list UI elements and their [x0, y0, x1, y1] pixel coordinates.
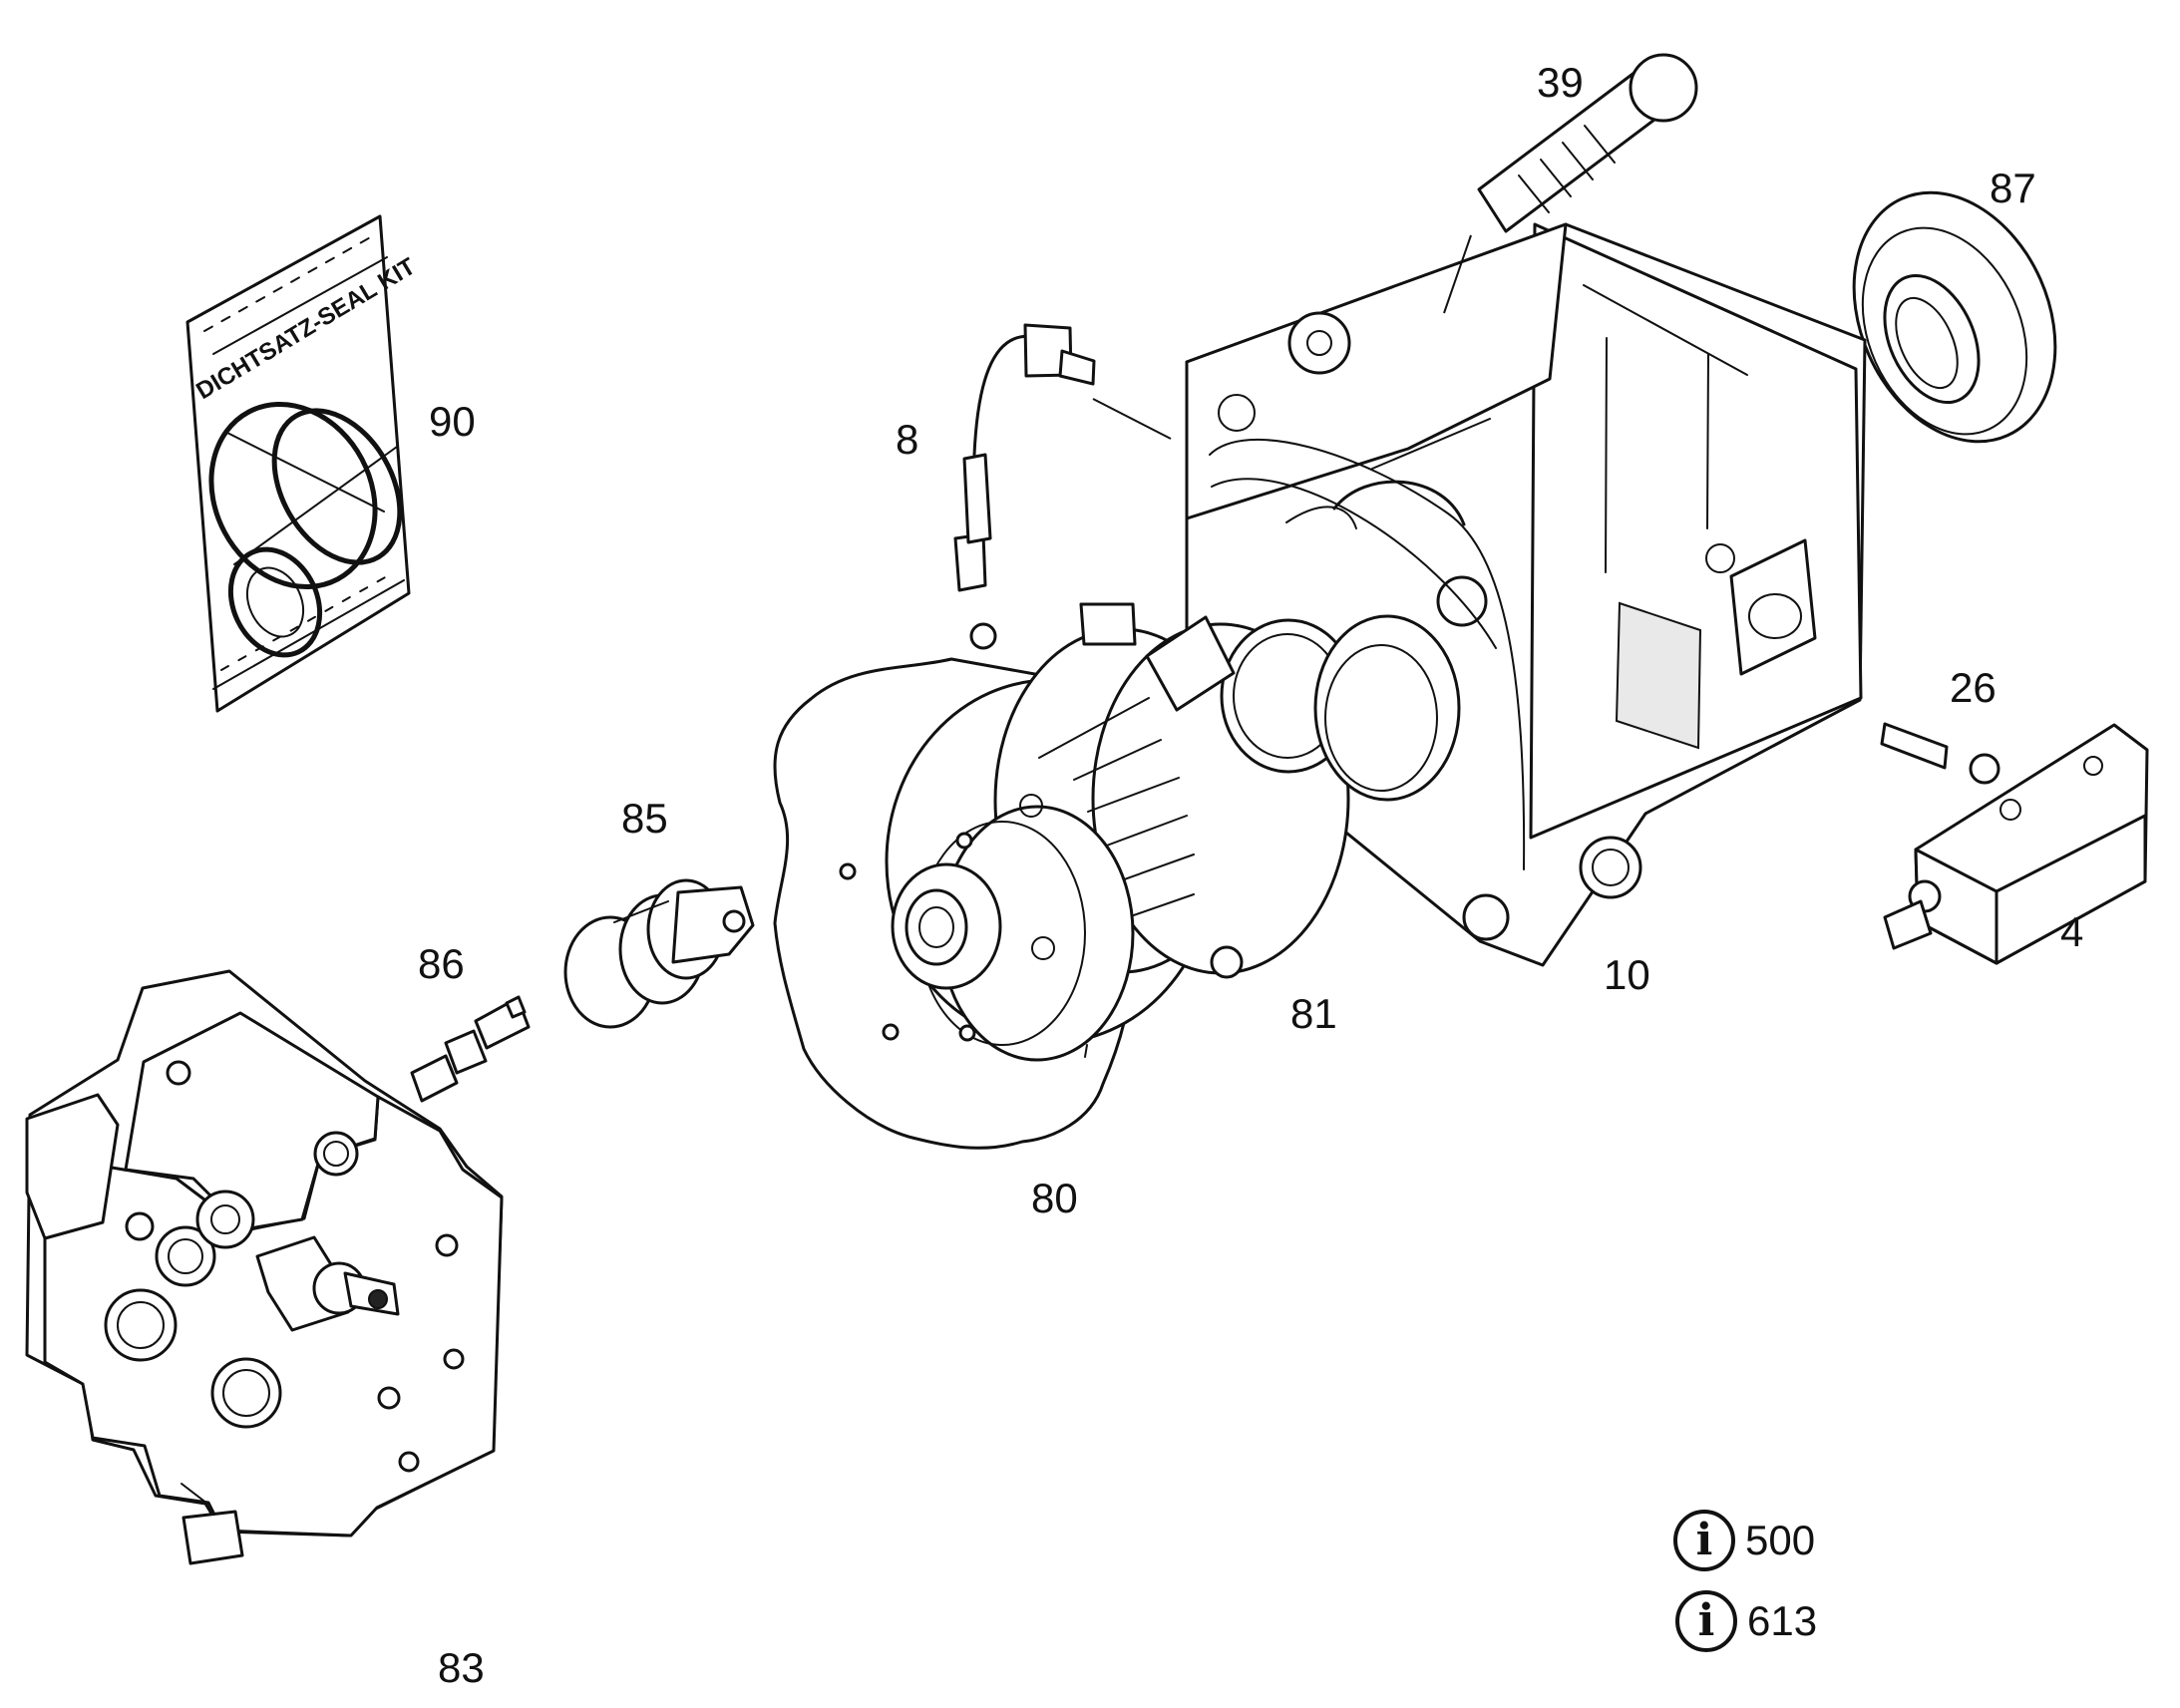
info-reference-value: 500 — [1745, 1517, 1816, 1563]
callout-4: 4 — [2060, 908, 2084, 955]
callout-8: 8 — [896, 416, 919, 463]
sensor-8 — [953, 323, 1172, 592]
mounting-stud-26 — [1880, 722, 2000, 785]
info-icon: i — [1675, 1590, 1737, 1652]
charge-pump-assembly-81 — [839, 602, 1461, 1062]
callout-80: 80 — [1031, 1175, 1078, 1221]
fitting-86 — [410, 995, 531, 1103]
info-reference-613: i 613 — [1675, 1590, 1817, 1652]
info-icon: i — [1673, 1510, 1735, 1571]
callout-39: 39 — [1537, 59, 1584, 106]
callout-85: 85 — [621, 795, 668, 842]
callout-87: 87 — [1990, 165, 2036, 211]
callout-81: 81 — [1290, 990, 1337, 1037]
callout-83: 83 — [438, 1644, 485, 1691]
gasket-tab — [1084, 1044, 1088, 1058]
callout-86: 86 — [418, 940, 465, 987]
callout-10: 10 — [1604, 951, 1650, 998]
screw-39 — [1477, 53, 1698, 233]
seal-kit-bag: DICHTSATZ-SEAL KIT — [185, 214, 421, 713]
plug-85 — [563, 878, 755, 1029]
shaft-seal-87 — [1852, 190, 2057, 444]
valve-block-4 — [1883, 723, 2149, 965]
info-reference-500: i 500 — [1673, 1510, 1815, 1571]
callout-26: 26 — [1950, 664, 1997, 711]
callout-90: 90 — [429, 398, 476, 445]
info-reference-value: 613 — [1747, 1597, 1818, 1644]
control-valve-assembly-83 — [25, 969, 504, 1565]
